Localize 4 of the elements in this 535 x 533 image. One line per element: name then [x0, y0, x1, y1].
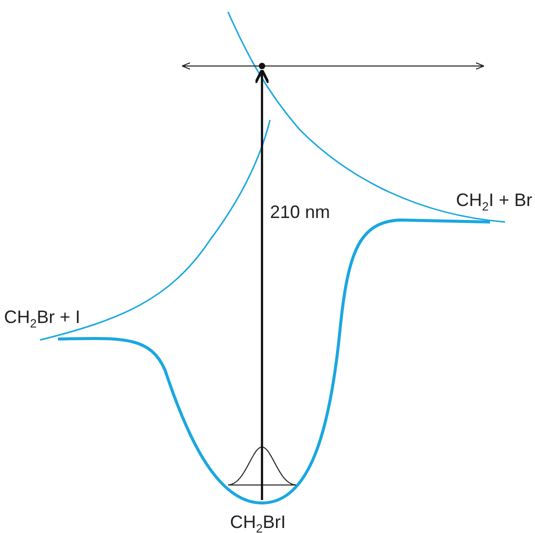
formula-label: CH$_{2}$BrI	[230, 512, 286, 533]
formula-label: CH$_{2}$Br + I	[4, 307, 80, 333]
wavelength-label: 210 nm	[270, 202, 330, 222]
formula-label: CH$_{2}$I + Br	[456, 190, 532, 216]
